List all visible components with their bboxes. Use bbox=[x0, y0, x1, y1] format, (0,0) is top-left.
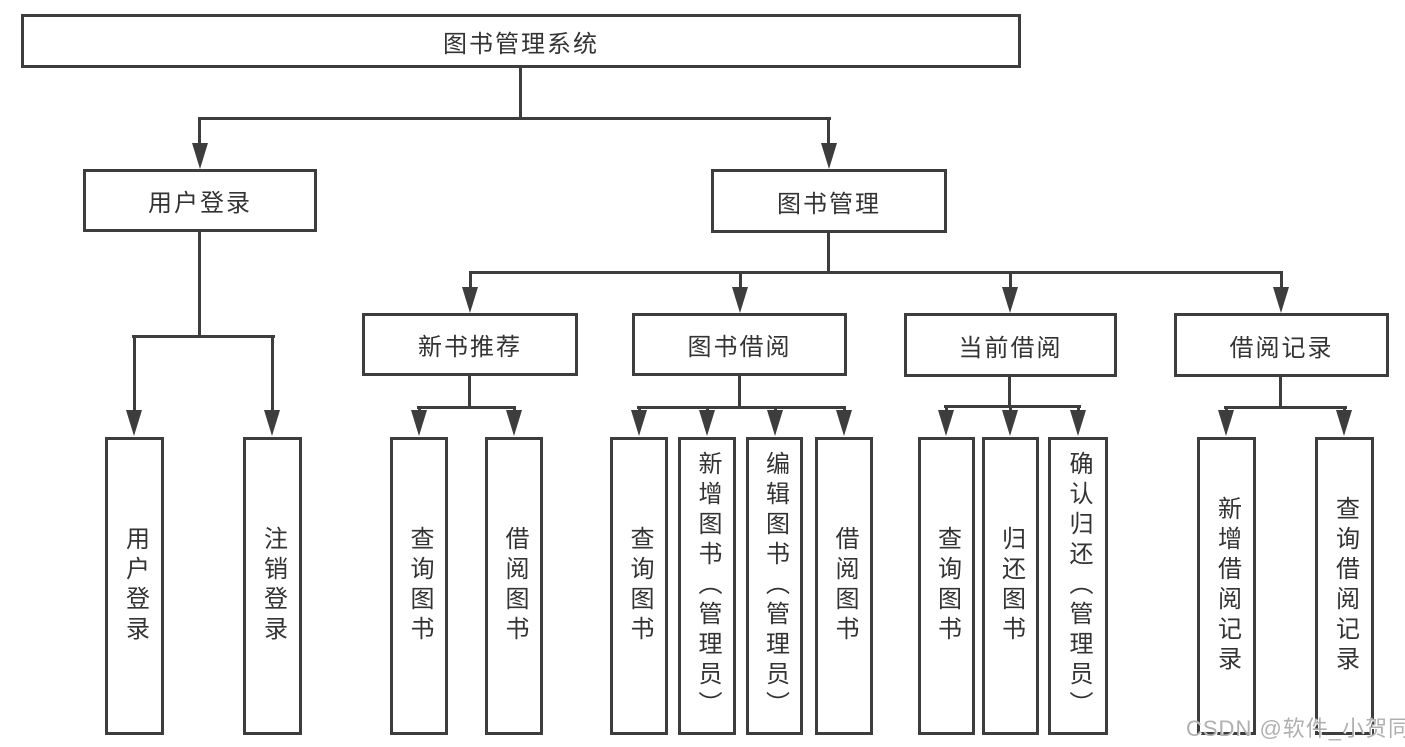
connector-line bbox=[1279, 377, 1282, 408]
arrow-down-icon bbox=[264, 410, 280, 436]
connector-line bbox=[133, 335, 136, 413]
node-book-borrow: 图书借阅 bbox=[632, 313, 847, 376]
node-book-management: 图书管理 bbox=[711, 169, 947, 233]
arrow-down-icon bbox=[1002, 410, 1018, 436]
arrow-down-icon bbox=[1070, 410, 1086, 436]
connector-line bbox=[198, 117, 831, 120]
arrow-down-icon bbox=[1002, 287, 1018, 313]
leaf-user-login: 用户登录 bbox=[105, 437, 164, 735]
leaf-add-books-admin: 新增图书（管理员） bbox=[678, 437, 736, 735]
connector-line bbox=[827, 117, 830, 147]
connector-line bbox=[944, 405, 1081, 408]
arrow-down-icon bbox=[821, 143, 837, 169]
arrow-down-icon bbox=[631, 410, 647, 436]
connector-line bbox=[738, 375, 741, 409]
connector-line bbox=[1077, 405, 1080, 414]
leaf-confirm-return-admin: 确认归还（管理员） bbox=[1048, 437, 1108, 735]
arrow-down-icon bbox=[836, 410, 852, 436]
node-current-borrow: 当前借阅 bbox=[904, 313, 1117, 377]
node-library-system: 图书管理系统 bbox=[21, 14, 1021, 68]
leaf-query-borrow-record: 查询借阅记录 bbox=[1315, 437, 1374, 735]
arrow-down-icon bbox=[732, 287, 748, 313]
connector-line bbox=[739, 271, 742, 291]
watermark: CSDN @软件_小贺同学 bbox=[1186, 716, 1405, 741]
leaf-query-books-current: 查询图书 bbox=[918, 437, 975, 735]
node-user-login: 用户登录 bbox=[83, 169, 317, 232]
connector-line bbox=[519, 68, 522, 120]
arrow-down-icon bbox=[1336, 410, 1352, 436]
node-borrow-records: 借阅记录 bbox=[1174, 313, 1389, 377]
leaf-logout: 注销登录 bbox=[243, 437, 302, 735]
arrow-down-icon bbox=[462, 287, 478, 313]
connector-line bbox=[198, 232, 201, 338]
arrow-down-icon bbox=[126, 410, 142, 436]
arrow-down-icon bbox=[699, 410, 715, 436]
connector-line bbox=[469, 271, 1283, 274]
leaf-borrow-books-recommend: 借阅图书 bbox=[485, 437, 543, 735]
connector-line bbox=[637, 406, 846, 409]
leaf-query-books-borrow: 查询图书 bbox=[610, 437, 668, 735]
connector-line bbox=[827, 233, 830, 274]
connector-line bbox=[417, 406, 516, 409]
connector-line bbox=[132, 335, 275, 338]
connector-line bbox=[1224, 406, 1347, 409]
leaf-edit-books-admin: 编辑图书（管理员） bbox=[746, 437, 803, 735]
arrow-down-icon bbox=[192, 143, 208, 169]
connector-line bbox=[1009, 271, 1012, 291]
leaf-query-books-recommend: 查询图书 bbox=[390, 437, 448, 735]
connector-line bbox=[198, 117, 201, 147]
arrow-down-icon bbox=[1218, 410, 1234, 436]
leaf-return-books: 归还图书 bbox=[982, 437, 1039, 735]
connector-line bbox=[468, 375, 471, 409]
node-new-book-recommend: 新书推荐 bbox=[362, 313, 578, 376]
arrow-down-icon bbox=[506, 410, 522, 436]
connector-line bbox=[1008, 376, 1011, 408]
leaf-add-borrow-record: 新增借阅记录 bbox=[1197, 437, 1256, 735]
arrow-down-icon bbox=[767, 410, 783, 436]
arrow-down-icon bbox=[411, 410, 427, 436]
connector-line bbox=[271, 335, 274, 413]
leaf-borrow-books: 借阅图书 bbox=[815, 437, 873, 735]
connector-line bbox=[1009, 405, 1012, 414]
connector-line bbox=[469, 271, 472, 291]
connector-line bbox=[945, 405, 948, 414]
arrow-down-icon bbox=[938, 410, 954, 436]
arrow-down-icon bbox=[1273, 287, 1289, 313]
connector-line bbox=[1280, 271, 1283, 291]
